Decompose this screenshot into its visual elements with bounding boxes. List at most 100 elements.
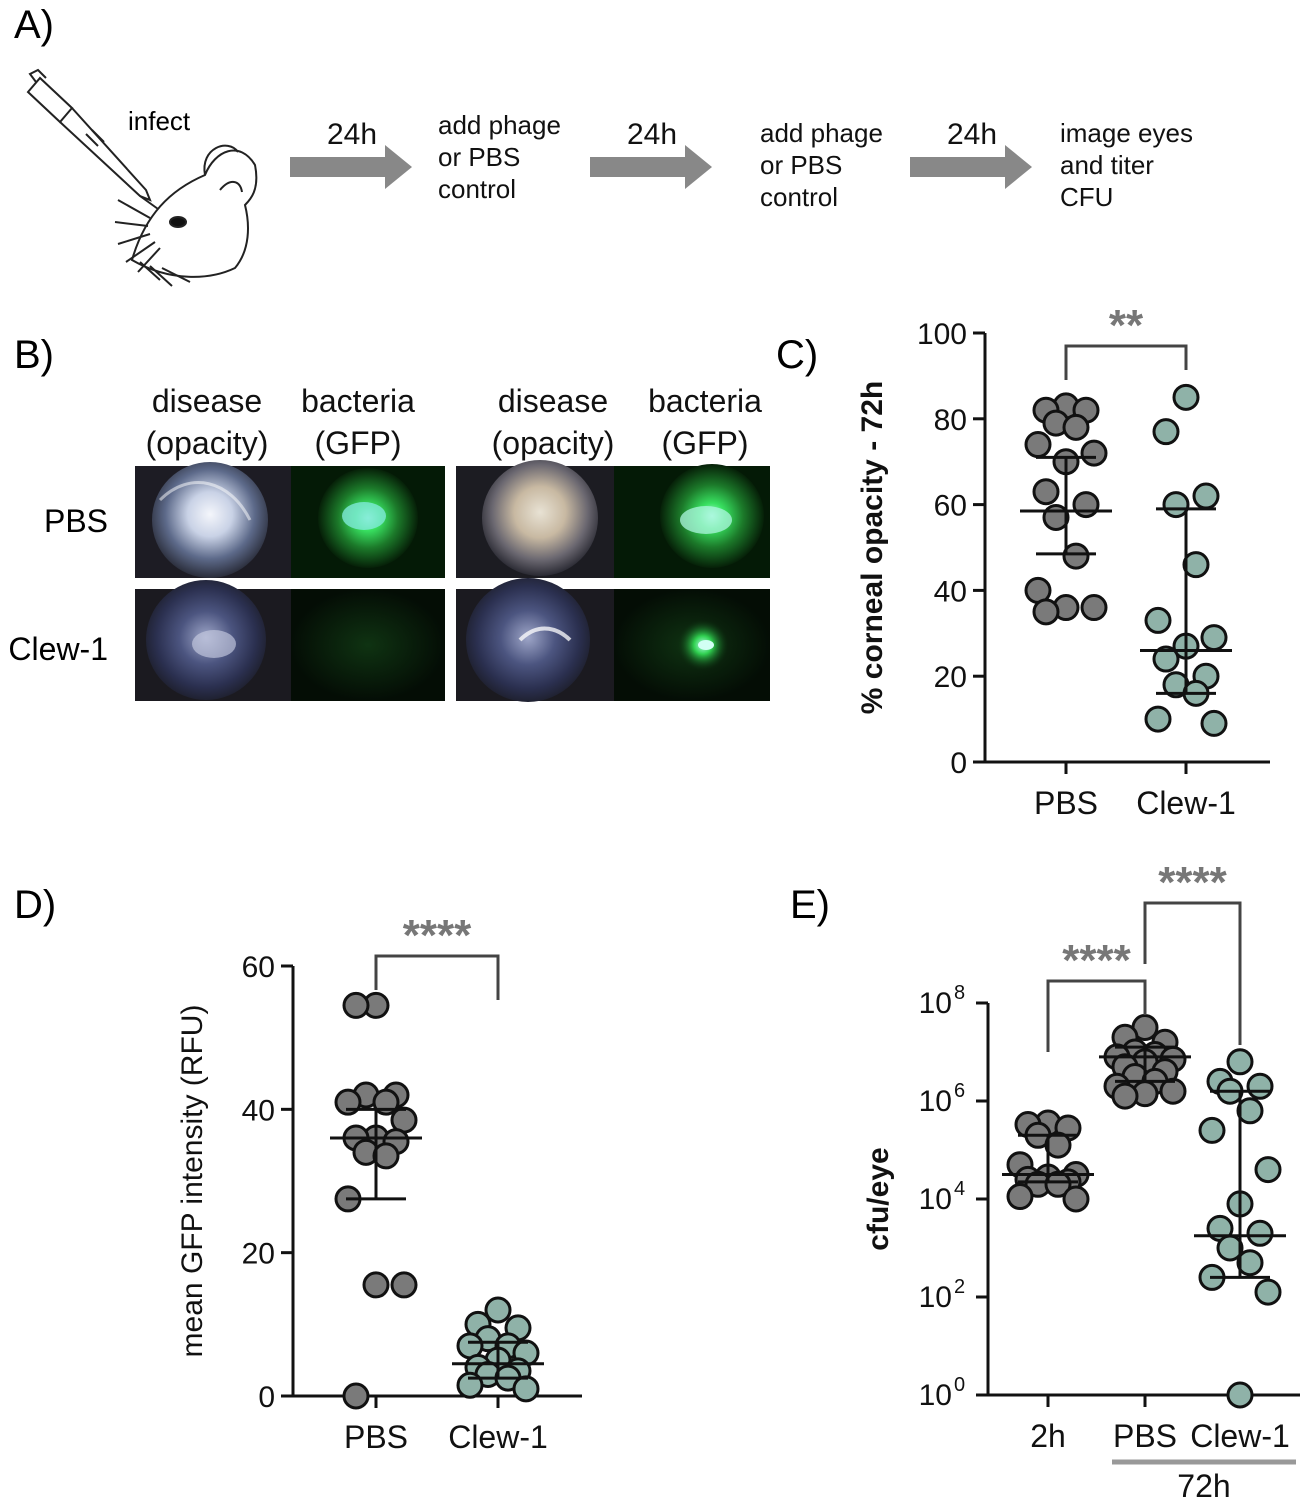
- data-point: [1246, 1219, 1274, 1247]
- data-point: [1111, 1082, 1139, 1110]
- image-opacity-clew1-2: [456, 578, 614, 702]
- data-point: [1152, 645, 1180, 673]
- image-gfp-clew1-2: [614, 589, 770, 701]
- y-axis-label: cfu/eye: [862, 1147, 895, 1250]
- significance-bracket: [1143, 901, 1242, 1045]
- y-axis-label: % corneal opacity - 72h: [856, 381, 889, 714]
- y-tick-label: 60: [934, 490, 967, 523]
- data-point: [484, 1296, 512, 1324]
- y-tick-label: 10: [919, 1183, 952, 1216]
- y-tick-label: 20: [242, 1238, 275, 1271]
- column-header-line: bacteria: [301, 383, 415, 419]
- y-tick-exponent: 8: [954, 982, 965, 1004]
- column-header-line: disease: [152, 383, 262, 419]
- step-text-line: add phage: [760, 118, 883, 148]
- significance-label: ****: [1062, 936, 1131, 985]
- data-point: [372, 1142, 400, 1170]
- significance-bracket: [1064, 344, 1188, 380]
- data-point: [1072, 491, 1100, 519]
- step-text-line: add phage: [438, 110, 561, 140]
- data-point: [342, 991, 370, 1019]
- y-tick-label: 60: [242, 951, 275, 984]
- x-tick-label: Clew-1: [1136, 785, 1236, 821]
- arrow-duration-label: 24h: [947, 118, 997, 151]
- y-tick-label: 10: [919, 1085, 952, 1118]
- data-point: [1080, 594, 1108, 622]
- y-tick-label: 0: [950, 747, 967, 780]
- row-label-pbs: PBS: [44, 503, 108, 539]
- y-tick-label: 40: [934, 575, 967, 608]
- data-point: [1042, 503, 1070, 531]
- column-header-line: (opacity): [146, 425, 269, 461]
- column-header-line: disease: [498, 383, 608, 419]
- image-gfp-pbs-1: [291, 466, 445, 578]
- step-text-line: CFU: [1060, 182, 1113, 212]
- step-text-line: control: [760, 182, 838, 212]
- significance-label: ****: [1158, 858, 1227, 907]
- image-opacity-pbs-1: [135, 462, 291, 578]
- significance-label: **: [1109, 301, 1144, 350]
- data-point: [1254, 1278, 1282, 1306]
- mouse-illustration: [26, 68, 258, 287]
- data-point: [1044, 1170, 1072, 1198]
- data-point: [1192, 482, 1220, 510]
- y-tick-label: 80: [934, 404, 967, 437]
- panel-c-label: C): [776, 333, 818, 377]
- data-point: [1152, 418, 1180, 446]
- step-text-line: control: [438, 174, 516, 204]
- x-tick-label: 2h: [1030, 1418, 1066, 1454]
- group-label: 72h: [1177, 1468, 1230, 1500]
- data-point: [1182, 551, 1210, 579]
- data-point: [1226, 1048, 1254, 1076]
- image-opacity-pbs-2: [456, 460, 614, 578]
- data-point: [1006, 1183, 1034, 1211]
- process-arrow: [290, 145, 412, 189]
- data-point: [1144, 606, 1172, 634]
- data-point: [1062, 413, 1090, 441]
- arrow-duration-label: 24h: [627, 118, 677, 151]
- y-axis-label: mean GFP intensity (RFU): [176, 1005, 209, 1358]
- y-tick-label: 10: [919, 1379, 952, 1412]
- image-gfp-clew1-1: [291, 589, 445, 701]
- data-point: [342, 1382, 370, 1410]
- step-text-line: image eyes: [1060, 118, 1193, 148]
- row-label-clew1: Clew-1: [8, 631, 108, 667]
- column-header-line: (GFP): [314, 425, 401, 461]
- image-opacity-clew1-1: [135, 580, 291, 701]
- data-point: [1024, 431, 1052, 459]
- column-header-line: bacteria: [648, 383, 762, 419]
- data-point: [1062, 1185, 1090, 1213]
- significance-bracket: [374, 954, 500, 1000]
- data-point: [362, 1271, 390, 1299]
- panel-b: B) disease(opacity)bacteria(GFP)disease(…: [8, 333, 770, 702]
- data-point: [1226, 1381, 1254, 1409]
- data-point: [390, 1271, 418, 1299]
- y-tick-exponent: 4: [954, 1178, 965, 1200]
- x-tick-label: PBS: [344, 1419, 408, 1455]
- x-tick-label: PBS: [1034, 785, 1098, 821]
- y-tick-label: 0: [258, 1381, 275, 1414]
- column-header-line: (GFP): [661, 425, 748, 461]
- step-text-line: or PBS: [760, 150, 842, 180]
- x-tick-label: PBS: [1113, 1418, 1177, 1454]
- arrow-duration-label: 24h: [327, 118, 377, 151]
- y-tick-label: 20: [934, 661, 967, 694]
- y-tick-label: 10: [919, 1281, 952, 1314]
- data-point: [1254, 1156, 1282, 1184]
- y-tick-exponent: 0: [954, 1374, 965, 1396]
- data-point: [1236, 1249, 1264, 1277]
- significance-label: ****: [403, 911, 472, 960]
- image-gfp-pbs-2: [614, 464, 770, 578]
- x-tick-label: Clew-1: [448, 1419, 548, 1455]
- significance-bracket: [1046, 979, 1147, 1052]
- data-point: [1172, 383, 1200, 411]
- process-arrow: [910, 145, 1032, 189]
- y-tick-label: 40: [242, 1094, 275, 1127]
- step-text-line: and titer: [1060, 150, 1154, 180]
- y-tick-label: 100: [917, 318, 967, 351]
- y-tick-label: 10: [919, 987, 952, 1020]
